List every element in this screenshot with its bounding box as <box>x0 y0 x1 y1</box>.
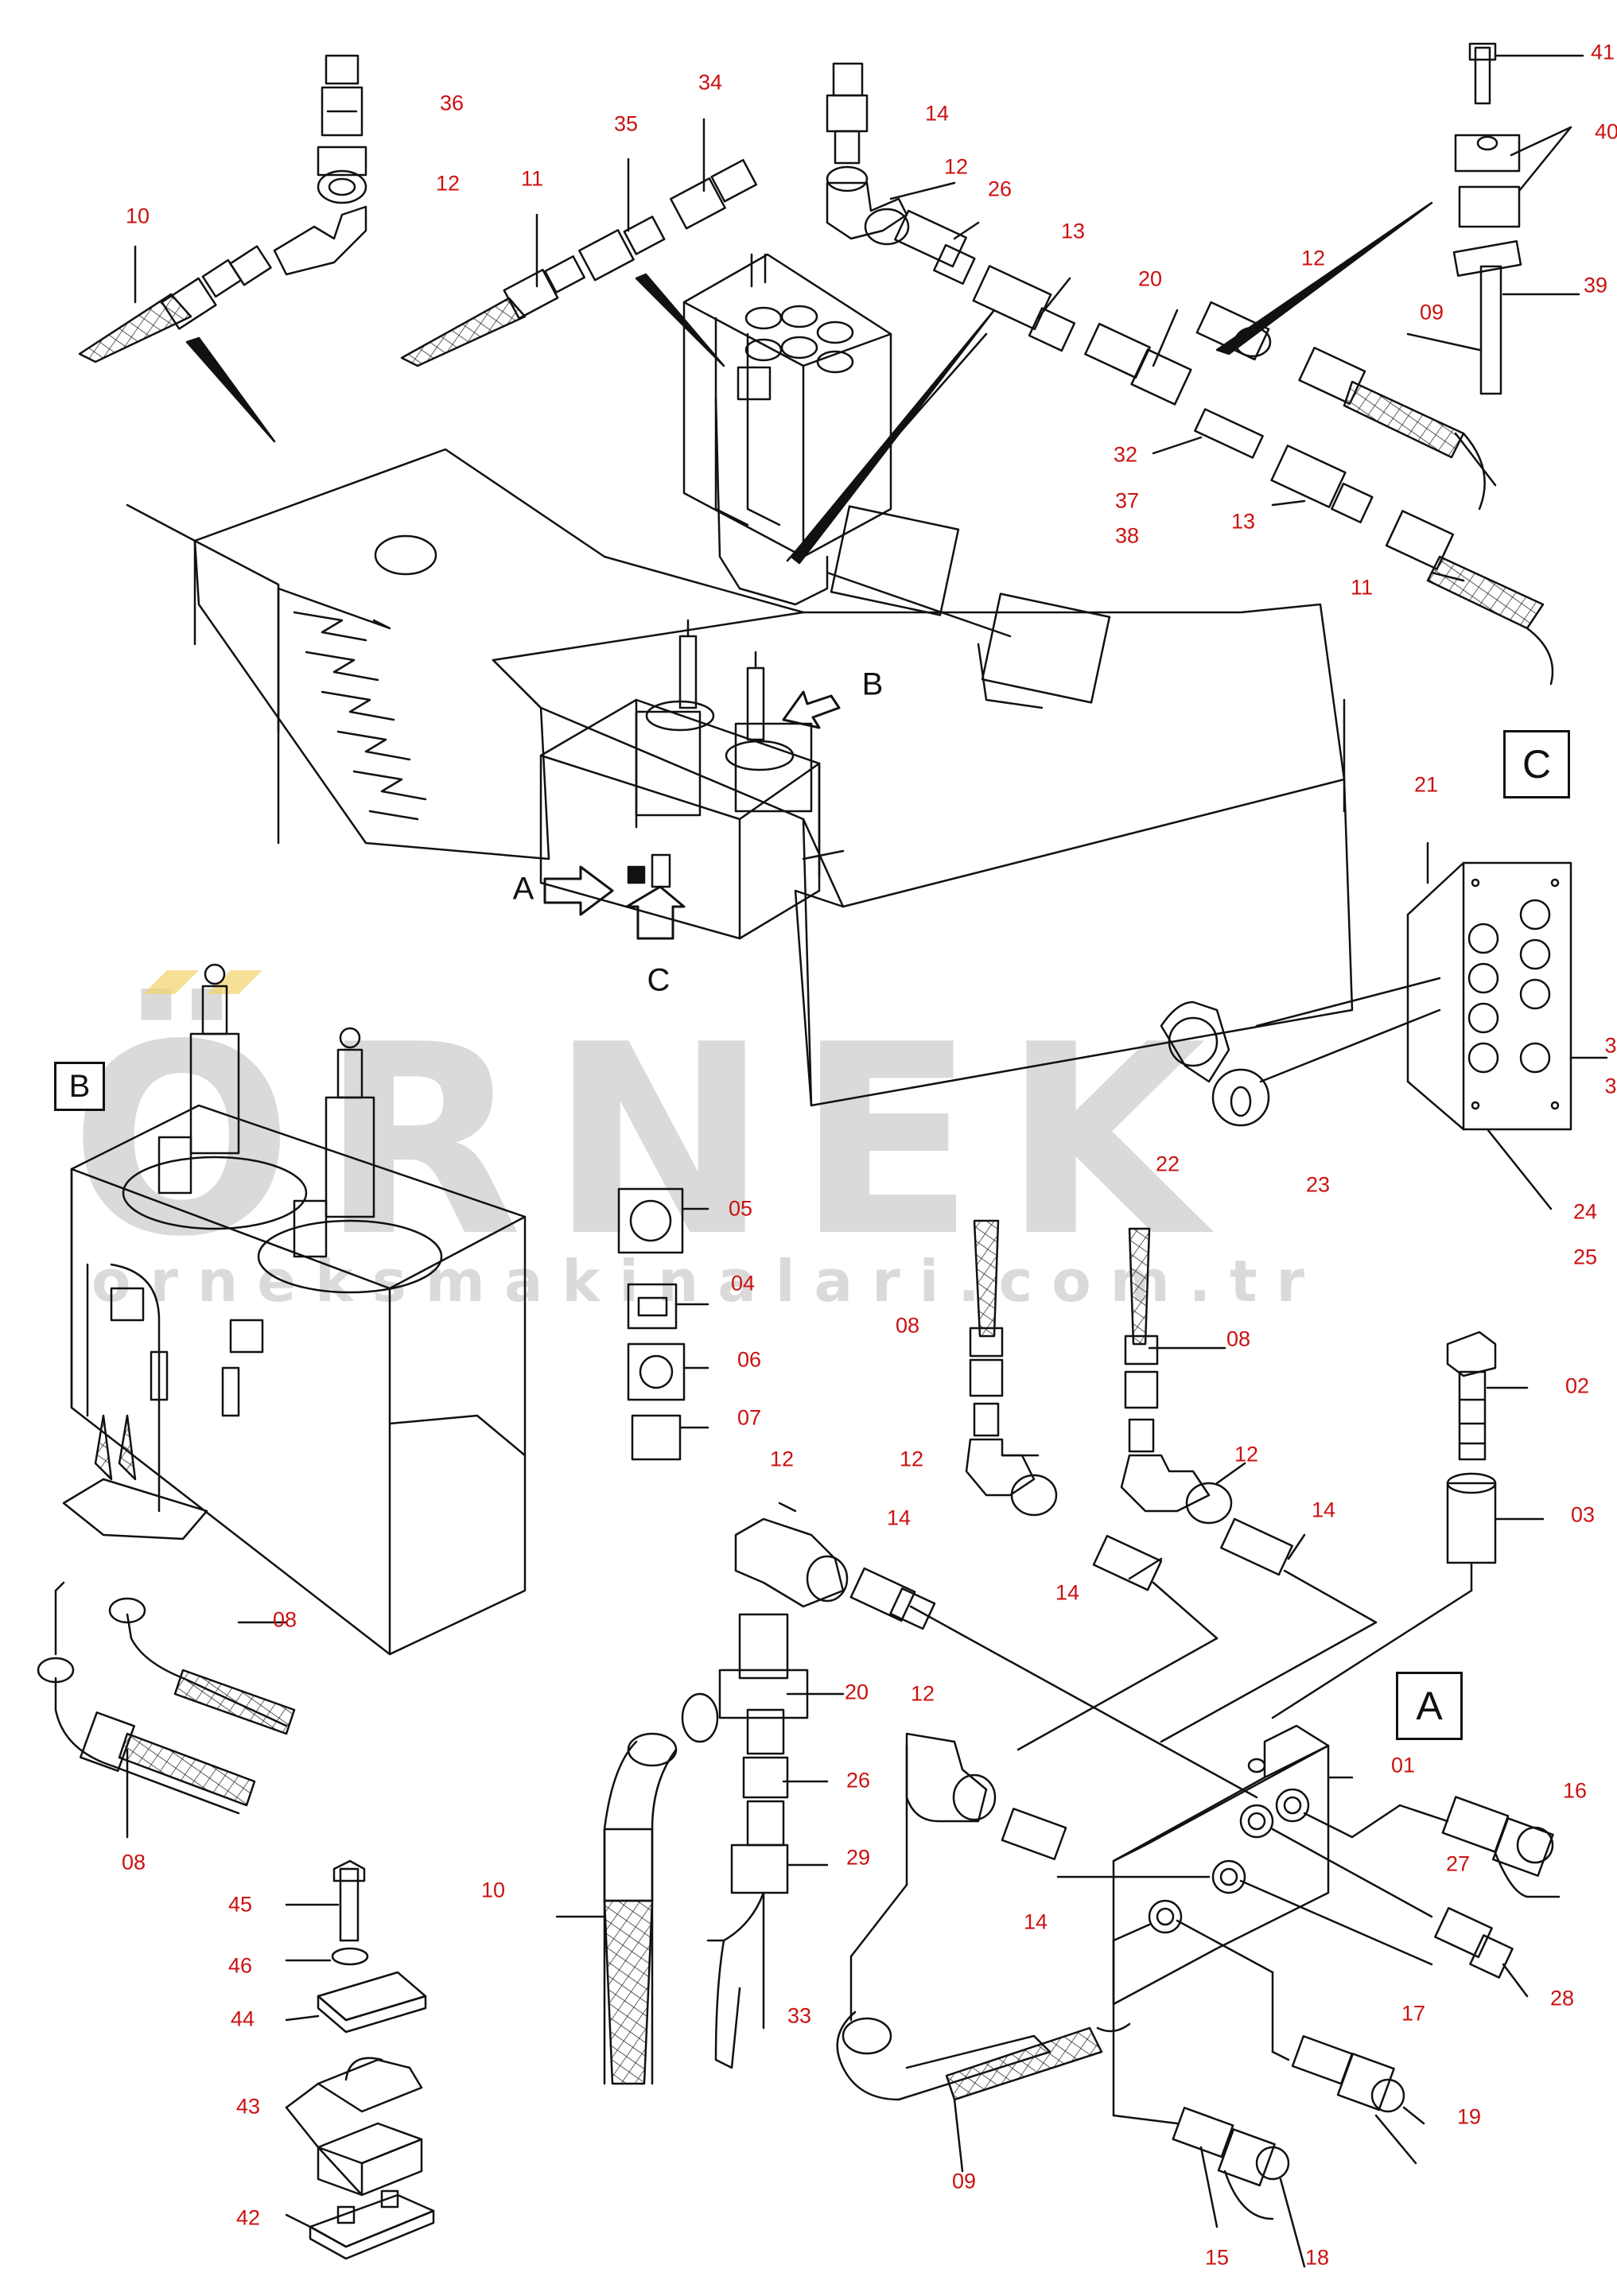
callout-12-top-left: 12 <box>435 171 461 196</box>
callout-37: 37 <box>1114 488 1140 513</box>
callout-44: 44 <box>230 2007 255 2031</box>
clamp-top-right <box>1452 42 1584 395</box>
callout-03: 03 <box>1570 1502 1596 1527</box>
callout-04: 04 <box>730 1271 756 1296</box>
callout-21: 21 <box>1413 772 1439 797</box>
fittings-center-lower <box>555 1502 1258 2085</box>
callout-35: 35 <box>613 111 639 136</box>
callout-20-center: 20 <box>844 1680 869 1704</box>
callout-10-center: 10 <box>480 1878 506 1902</box>
callout-46: 46 <box>227 1953 253 1978</box>
watermark-dots-icon <box>143 970 262 994</box>
callout-20-top: 20 <box>1137 266 1163 291</box>
view-box-c: C <box>1503 730 1570 798</box>
view-marker-c: C <box>647 962 671 998</box>
view-box-b: B <box>54 1062 105 1111</box>
callout-09-bottom: 09 <box>951 2169 977 2193</box>
watermark-logo: ÖRNEK <box>70 989 1233 1294</box>
bolt-spacer <box>1271 1331 1545 1719</box>
callout-13-top: 13 <box>1060 219 1086 243</box>
hose-assembly-top-left <box>78 54 367 363</box>
callout-11-top: 11 <box>520 166 544 191</box>
callout-43: 43 <box>235 2094 261 2119</box>
fittings-mid <box>965 1219 1378 1751</box>
callout-14-mid-left: 14 <box>1055 1580 1080 1605</box>
callout-12-lower: 12 <box>910 1681 935 1706</box>
callout-08-left-a: 08 <box>272 1607 297 1632</box>
callout-08-mid-left: 08 <box>895 1313 920 1338</box>
callout-40: 40 <box>1594 119 1617 144</box>
view-marker-a: A <box>512 871 534 907</box>
callout-26-center: 26 <box>845 1768 871 1793</box>
callout-08-left-b: 08 <box>121 1850 146 1874</box>
callout-17: 17 <box>1401 2001 1426 2026</box>
callout-11-right: 11 <box>1350 575 1374 600</box>
callout-15: 15 <box>1204 2245 1230 2270</box>
callout-12-top-right: 12 <box>1300 246 1326 270</box>
callout-3-a: 3 <box>1604 1033 1617 1058</box>
hose-assembly-top-right <box>826 62 1554 686</box>
callout-28: 28 <box>1549 1986 1575 2010</box>
callout-01: 01 <box>1390 1753 1416 1777</box>
hose-assembly-top-mid <box>400 118 758 367</box>
panel-view-c <box>1160 841 1608 1210</box>
callout-12-top-mid: 12 <box>943 154 969 179</box>
callout-3-b: 3 <box>1604 1074 1617 1098</box>
callout-05: 05 <box>728 1196 753 1221</box>
callout-36: 36 <box>439 91 464 115</box>
callout-19: 19 <box>1456 2104 1482 2129</box>
machine-body <box>126 201 1433 1107</box>
callout-12-mid-right: 12 <box>1234 1442 1259 1467</box>
callout-13-right: 13 <box>1230 509 1256 534</box>
callout-08-mid-right: 08 <box>1226 1327 1251 1351</box>
callout-18: 18 <box>1304 2245 1330 2270</box>
callout-16: 16 <box>1562 1778 1588 1803</box>
callout-12-mid-left: 12 <box>899 1447 924 1471</box>
callout-38: 38 <box>1114 523 1140 548</box>
callout-10-top: 10 <box>125 204 150 228</box>
callout-24: 24 <box>1572 1199 1598 1224</box>
callout-14-top: 14 <box>924 101 950 126</box>
callout-26-top: 26 <box>987 177 1013 201</box>
callout-14-lower: 14 <box>1023 1909 1048 1934</box>
callout-33: 33 <box>787 2003 812 2028</box>
callout-32: 32 <box>1113 442 1138 467</box>
coupling-plate <box>1056 1724 1561 2268</box>
callout-29: 29 <box>845 1845 871 1870</box>
callout-09-top: 09 <box>1419 300 1444 324</box>
callout-06: 06 <box>737 1347 762 1372</box>
callout-14-mid-right: 14 <box>1311 1498 1336 1522</box>
callout-23: 23 <box>1305 1172 1331 1197</box>
view-marker-b: B <box>861 666 884 702</box>
callout-39: 39 <box>1583 273 1608 297</box>
callout-45: 45 <box>227 1892 253 1917</box>
watermark-url: orneksmakinalari.com.tr <box>91 1248 1324 1315</box>
callout-25: 25 <box>1572 1245 1598 1269</box>
callout-34: 34 <box>698 70 723 95</box>
callout-14-center: 14 <box>886 1505 912 1530</box>
fittings-lower <box>836 1732 1131 2173</box>
callout-02: 02 <box>1565 1373 1590 1398</box>
view-box-a: A <box>1396 1672 1463 1740</box>
clamp-bottom-left <box>285 1859 435 2260</box>
callout-12-center: 12 <box>769 1447 795 1471</box>
callout-22: 22 <box>1155 1152 1180 1176</box>
labels-plates <box>617 1187 709 1461</box>
callout-07: 07 <box>737 1405 762 1430</box>
callout-42: 42 <box>235 2205 261 2230</box>
callout-41: 41 <box>1590 40 1615 64</box>
callout-27: 27 <box>1445 1851 1471 1876</box>
unit-view-b <box>37 963 527 1839</box>
